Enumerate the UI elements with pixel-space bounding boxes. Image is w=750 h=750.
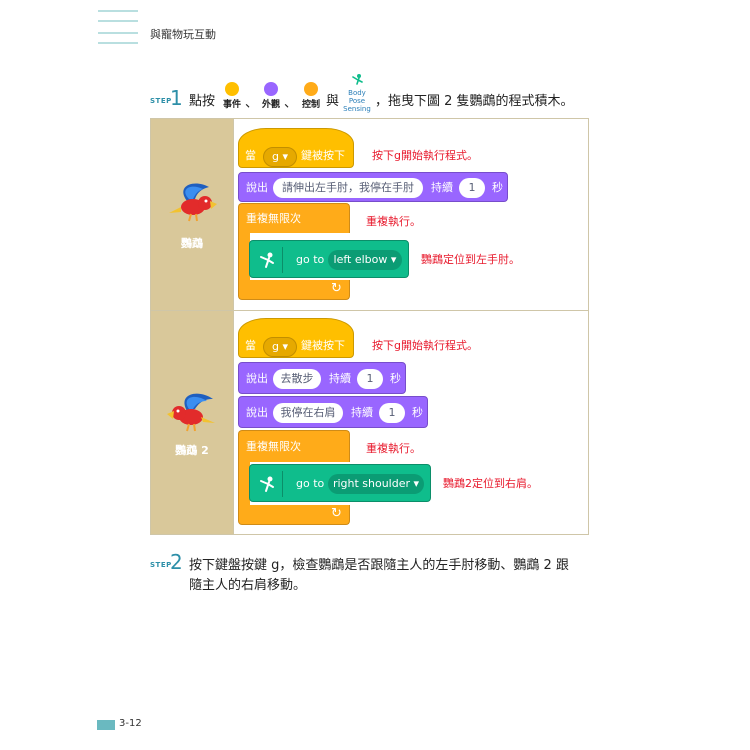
say-for-seconds-block-2b[interactable]: 說出 我停在右肩 持續 1 秒	[238, 396, 428, 428]
row-divider	[151, 310, 588, 311]
forever-annotation: 重複執行。	[366, 215, 421, 228]
step2-line2: 隨主人的右肩移動。	[189, 578, 307, 593]
forever-block[interactable]: 重複無限次	[238, 203, 350, 233]
forever-foot-2: ↻	[238, 505, 350, 525]
say-for-seconds-block-2a[interactable]: 說出 去散步 持續 1 秒	[238, 362, 406, 394]
body-pose-sensing-icon[interactable]: Body Pose Sensing	[340, 70, 374, 113]
body-part-value: left elbow	[333, 253, 388, 266]
say-message-input[interactable]: 請伸出左手肘，我停在手肘	[273, 178, 423, 198]
looks-dot-icon	[264, 82, 278, 96]
chapter-title: 與寵物玩互動	[150, 28, 216, 41]
step2-tag: STEP	[150, 561, 172, 569]
hat-annotation: 按下g開始執行程式。	[372, 149, 478, 162]
step1-suffix: ，拖曳下圖 2 隻鸚鵡的程式積木。	[375, 94, 574, 109]
sprite-code-table: 鸚鵡 鸚鵡 2	[150, 118, 589, 535]
duration-label: 持續	[329, 372, 351, 385]
seconds-unit: 秒	[390, 372, 401, 385]
parrot2-sprite-icon	[167, 393, 215, 432]
looks-category-label: 外觀	[261, 100, 280, 110]
hat-annotation-2: 按下g開始執行程式。	[372, 339, 478, 352]
events-dot-icon	[225, 82, 239, 96]
step1-number: 1	[170, 86, 183, 110]
seconds-input[interactable]: 1	[459, 178, 485, 198]
step1-sep2: 、	[284, 96, 298, 111]
forever-foot: ↻	[238, 280, 350, 300]
step2-line1: 按下鍵盤按鍵 g，檢查鸚鵡是否跟隨主人的左手肘移動、鸚鵡 2 跟	[189, 558, 569, 573]
when-key-pressed-hat-block[interactable]: 當 g ▾ 鍵被按下	[238, 128, 354, 168]
say-label: 說出	[246, 406, 268, 419]
step1-sep1: 、	[245, 96, 259, 111]
pose-figure-icon	[352, 74, 363, 85]
block-separator	[282, 247, 283, 273]
go-to-body-part-block-2[interactable]: go to right shoulder ▾	[249, 464, 431, 502]
goto-annotation-2: 鸚鵡2定位到右肩。	[443, 477, 538, 490]
key-dropdown[interactable]: g ▾	[263, 337, 297, 357]
chevron-down-icon: ▾	[282, 150, 288, 163]
forever-label: 重複無限次	[246, 440, 301, 453]
ext-label-3: Sensing	[343, 105, 371, 113]
events-category-icon[interactable]: 事件	[218, 82, 246, 110]
say-message-input[interactable]: 我停在右肩	[273, 403, 343, 423]
column-divider	[233, 119, 234, 534]
control-dot-icon	[304, 82, 318, 96]
step1-and: 與	[326, 94, 340, 109]
seconds-unit: 秒	[492, 181, 503, 194]
header-rule-1	[98, 10, 138, 12]
step1-prefix: 點按	[189, 94, 216, 109]
header-rule-3	[98, 32, 138, 34]
key-dropdown[interactable]: g ▾	[263, 147, 297, 167]
duration-label: 持續	[351, 406, 373, 419]
say-for-seconds-block[interactable]: 說出 請伸出左手肘，我停在手肘 持續 1 秒	[238, 172, 508, 202]
seconds-unit: 秒	[412, 406, 423, 419]
forever-block-2[interactable]: 重複無限次	[238, 430, 350, 462]
control-category-label: 控制	[301, 100, 320, 110]
looks-category-icon[interactable]: 外觀	[257, 82, 285, 110]
say-message-input[interactable]: 去散步	[273, 369, 321, 389]
pose-figure-icon	[260, 252, 274, 268]
ext-label-2: Pose	[348, 97, 366, 105]
header-rule-4	[98, 42, 138, 44]
key-value: g	[271, 150, 279, 163]
hat-suffix: 鍵被按下	[301, 149, 345, 162]
loop-arrow-icon: ↻	[331, 506, 342, 521]
forever-arm	[238, 232, 250, 282]
page-number: 3-12	[119, 718, 142, 729]
forever-annotation-2: 重複執行。	[366, 442, 421, 455]
loop-arrow-icon: ↻	[331, 281, 342, 296]
chevron-down-icon: ▾	[413, 477, 420, 490]
ext-label-1: Body	[348, 89, 366, 97]
sprite-name-parrot2: 鸚鵡 2	[175, 444, 209, 457]
parrot-sprite-icon	[169, 183, 217, 222]
goto-label: go to	[296, 477, 325, 490]
step2-number: 2	[170, 550, 183, 574]
body-part-dropdown[interactable]: right shoulder ▾	[328, 474, 424, 494]
body-part-value: right shoulder	[332, 477, 411, 490]
block-separator	[282, 471, 283, 497]
hat-prefix: 當	[245, 339, 256, 352]
when-key-pressed-hat-block-2[interactable]: 當 g ▾ 鍵被按下	[238, 318, 354, 358]
sprite-name-parrot: 鸚鵡	[181, 237, 203, 250]
control-category-icon[interactable]: 控制	[297, 82, 325, 110]
goto-annotation: 鸚鵡定位到左手肘。	[421, 253, 520, 266]
key-value: g	[271, 340, 279, 353]
events-category-label: 事件	[222, 100, 241, 110]
page-marker	[97, 720, 115, 730]
hat-prefix: 當	[245, 149, 256, 162]
seconds-input[interactable]: 1	[379, 403, 405, 423]
chevron-down-icon: ▾	[390, 253, 397, 266]
duration-label: 持續	[431, 181, 453, 194]
go-to-body-part-block[interactable]: go to left elbow ▾	[249, 240, 409, 278]
seconds-input[interactable]: 1	[357, 369, 383, 389]
chevron-down-icon: ▾	[282, 340, 288, 353]
forever-label: 重複無限次	[246, 212, 301, 225]
hat-suffix: 鍵被按下	[301, 339, 345, 352]
pose-figure-icon	[260, 476, 274, 492]
goto-label: go to	[296, 253, 325, 266]
say-label: 說出	[246, 372, 268, 385]
body-part-dropdown[interactable]: left elbow ▾	[328, 250, 402, 270]
forever-arm-2	[238, 461, 250, 507]
say-label: 說出	[246, 181, 268, 194]
header-rule-2	[98, 20, 138, 22]
step1-tag: STEP	[150, 97, 172, 105]
